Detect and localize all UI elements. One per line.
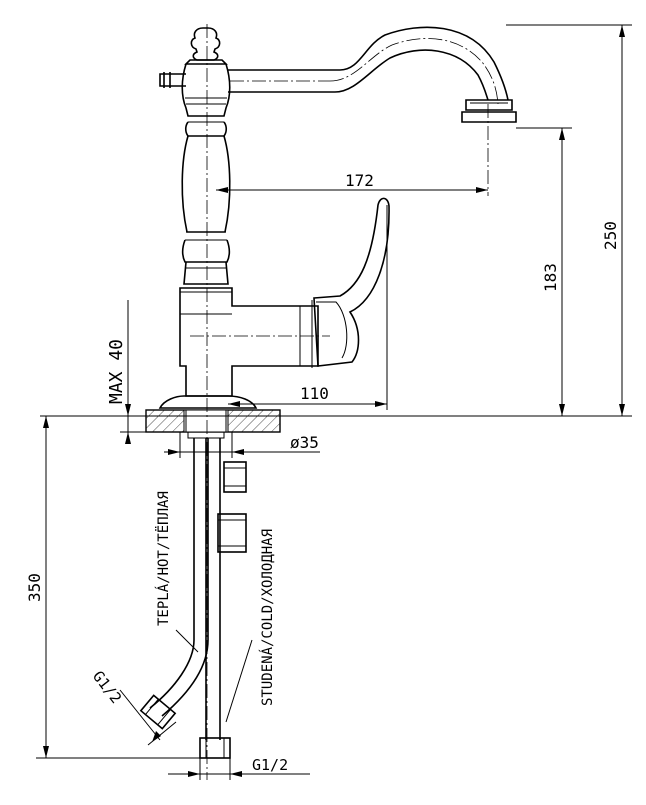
faucet-outline — [158, 26, 517, 409]
dim-base-diameter: ø35 — [290, 433, 319, 452]
dim-handle-reach: 110 — [300, 384, 329, 403]
deck-plate — [145, 409, 281, 433]
dim-spout-reach: 172 — [345, 171, 374, 190]
dim-spout-height: 183 — [541, 263, 560, 292]
dim-thread-cold: G1/2 — [252, 756, 288, 774]
center-lines — [190, 24, 499, 780]
dim-thread-hot: G1/2 — [89, 667, 125, 707]
label-hot-hose: TEPLÁ/HOT/ТЁПЛАЯ — [154, 491, 172, 626]
dim-hose-length: 350 — [25, 573, 44, 602]
dim-total-height: 250 — [601, 221, 620, 250]
dim-max-deck-thickness: MAX 40 — [106, 339, 127, 404]
dimension-lines — [36, 24, 632, 780]
hoses — [139, 431, 247, 759]
label-cold-hose: STUDENÁ/COLD/ХОЛОДНАЯ — [259, 529, 276, 706]
